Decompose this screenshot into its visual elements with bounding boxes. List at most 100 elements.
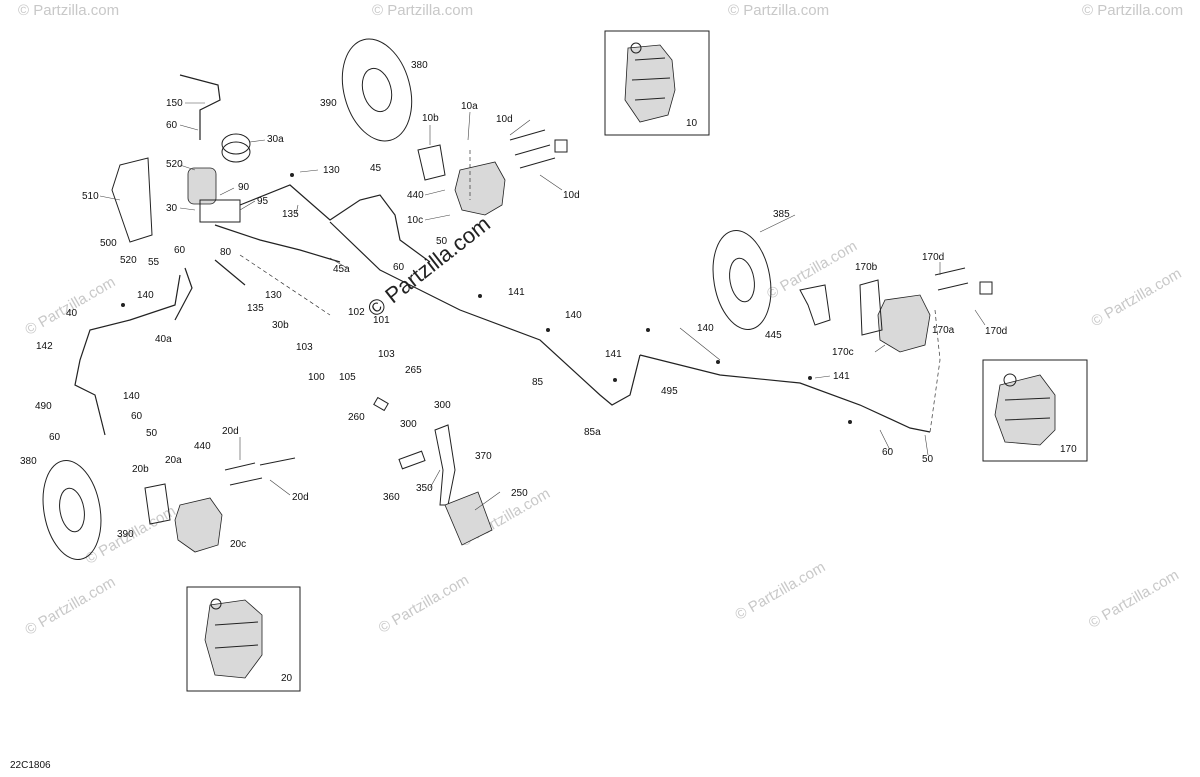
watermark: © Partzilla.com [18, 2, 119, 19]
callout: 370 [475, 451, 492, 462]
callout: 380 [20, 456, 37, 467]
callout: 60 [882, 447, 894, 458]
callout: 95 [257, 196, 269, 207]
callout: 495 [661, 386, 678, 397]
callout: 445 [765, 330, 782, 341]
drawing-code: 22C1806 [10, 760, 51, 771]
callout: 130 [323, 165, 340, 176]
watermark: © Partzilla.com [764, 238, 860, 303]
callout: 85a [584, 427, 601, 438]
callout: 140 [123, 391, 140, 402]
callout: 140 [697, 323, 714, 334]
watermark: © Partzilla.com [1082, 2, 1183, 19]
callout: 60 [393, 262, 405, 273]
watermark: © Partzilla.com [372, 2, 473, 19]
callout: 150 [166, 98, 183, 109]
watermark: © Partzilla.com [22, 274, 118, 339]
callout: 60 [166, 120, 178, 131]
brake-lines [74, 74, 941, 436]
callout: 101 [373, 315, 390, 326]
callout: 20b [132, 464, 149, 475]
callout: 100 [308, 372, 325, 383]
callout: 380 [411, 60, 428, 71]
caliper-rear [799, 267, 993, 353]
callout: 90 [238, 182, 250, 193]
callout: 520 [166, 159, 183, 170]
callout: 10c [407, 215, 423, 226]
callout: 30a [267, 134, 284, 145]
callout: 141 [508, 287, 525, 298]
callout: 360 [383, 492, 400, 503]
callout: 350 [416, 483, 433, 494]
callout: 20a [165, 455, 182, 466]
leader-lines [99, 102, 986, 511]
watermark: © Partzilla.com [732, 559, 828, 624]
callout: 30 [166, 203, 178, 214]
callout: 10b [422, 113, 439, 124]
callout: 141 [833, 371, 850, 382]
callout: 500 [100, 238, 117, 249]
callout: 130 [265, 290, 282, 301]
callout: 40a [155, 334, 172, 345]
callout: 260 [348, 412, 365, 423]
callout: 140 [565, 310, 582, 321]
watermark: © Partzilla.com [1088, 265, 1184, 330]
callout: 85 [532, 377, 544, 388]
callout: 250 [511, 488, 528, 499]
callout: 10a [461, 101, 478, 112]
callout-labels: 150 60 30a 520 510 90 30 95 500 520 55 6… [20, 60, 1007, 550]
watermark: © Partzilla.com [1086, 567, 1182, 632]
callout: 30b [272, 320, 289, 331]
callout: 60 [131, 411, 143, 422]
callout: 45 [370, 163, 382, 174]
callout: 170c [832, 347, 854, 358]
callout: 20d [292, 492, 309, 503]
callout: 440 [407, 190, 424, 201]
callout: 102 [348, 307, 365, 318]
callout: 40 [66, 308, 78, 319]
main-watermark: © Partzilla.com [363, 211, 495, 322]
callout: 60 [49, 432, 61, 443]
watermark: © Partzilla.com [376, 572, 472, 637]
caliper-front-right [417, 129, 568, 216]
callout: 140 [137, 290, 154, 301]
callout: 105 [339, 372, 356, 383]
callout: 50 [436, 236, 448, 247]
callout: 170d [985, 326, 1007, 337]
callout: 10d [563, 190, 580, 201]
inset-label: 10 [686, 118, 698, 129]
callout: 390 [320, 98, 337, 109]
caliper-front-left [144, 457, 296, 553]
callout: 520 [120, 255, 137, 266]
callout: 10d [496, 114, 513, 125]
callout: 50 [146, 428, 158, 439]
callout: 55 [148, 257, 160, 268]
callout: 440 [194, 441, 211, 452]
watermark: © Partzilla.com [728, 2, 829, 19]
callout: 60 [174, 245, 186, 256]
callout: 50 [922, 454, 934, 465]
callout: 385 [773, 209, 790, 220]
watermark: © Partzilla.com [22, 574, 118, 639]
inset-label: 170 [1060, 444, 1077, 455]
inset-caliper-20: 20 [186, 586, 301, 692]
callout: 20c [230, 539, 246, 550]
callout: 20d [222, 426, 239, 437]
inset-caliper-170: 170 [982, 359, 1088, 462]
brake-disc-rear [712, 230, 772, 330]
callout: 510 [82, 191, 99, 202]
callout: 135 [247, 303, 264, 314]
callout: 490 [35, 401, 52, 412]
callout: 141 [605, 349, 622, 360]
callout: 300 [400, 419, 417, 430]
master-cylinder [111, 133, 251, 243]
callout: 80 [220, 247, 232, 258]
brake-disc-front-right [341, 38, 413, 142]
callout: 103 [378, 349, 395, 360]
callout: 170a [932, 325, 955, 336]
callout: 135 [282, 209, 299, 220]
brake-pedal [373, 396, 493, 546]
callout: 390 [117, 529, 134, 540]
callout: 170d [922, 252, 944, 263]
